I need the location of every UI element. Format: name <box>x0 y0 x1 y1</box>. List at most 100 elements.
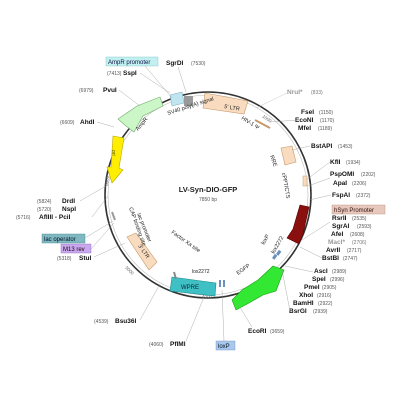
ampr-promoter-leader <box>144 65 173 99</box>
cppt-feature[interactable] <box>302 175 308 187</box>
m13-rev-box <box>60 243 92 254</box>
ori-feature[interactable] <box>106 135 125 184</box>
pspomi-site: PspOMI <box>330 171 354 178</box>
ecori-leader <box>237 303 253 328</box>
lox-bottom-marker-2[interactable] <box>223 280 225 287</box>
sv40-feature[interactable] <box>169 91 185 107</box>
wpre-feature[interactable] <box>169 276 217 297</box>
ampr-promoter-label: AmpR promoter <box>108 60 150 66</box>
lox2272-bottom-label: lox2272 <box>192 269 210 275</box>
nrui-pos: (833) <box>311 90 323 96</box>
spei-site: SpeI <box>312 276 326 283</box>
rsrii-site: RsrII <box>332 215 347 222</box>
xhoi-pos: (2916) <box>317 293 332 299</box>
bsrgi-pos: (2939) <box>313 309 328 315</box>
hsyn-promoter-feature[interactable] <box>286 204 310 245</box>
lac-operator-leader <box>84 220 114 239</box>
plasmid-size: 7850 bp <box>199 197 217 203</box>
bsu36i-leader <box>139 283 161 321</box>
pmei-site: PmeI <box>304 284 320 291</box>
lox-right-marker-2[interactable] <box>276 249 282 256</box>
pvui-pos: (6979) <box>79 88 94 94</box>
mfei-site: MfeI <box>298 125 311 132</box>
lac-operator-label: lac operator <box>44 237 76 243</box>
stui-leader <box>93 242 126 258</box>
avrii-pos: (2717) <box>347 248 362 254</box>
afei-site: AfeI <box>331 231 343 238</box>
rre-feature[interactable] <box>280 145 297 166</box>
pmei-pos: (2905) <box>322 285 337 291</box>
bstapi-site: BstAPI <box>311 143 333 150</box>
nspi-site: NspI <box>62 206 76 213</box>
bstapi-pos: (1453) <box>338 144 353 150</box>
avrii-site: AvrII <box>326 247 340 254</box>
sspi-pos: (7413) <box>107 71 122 77</box>
sspi-site: SspI <box>123 70 137 77</box>
afliii-pos: (5716) <box>16 215 31 221</box>
apai-pos: (2206) <box>352 181 367 187</box>
loxp-right-label: loxP <box>261 233 272 246</box>
xhoi-site: XhoI <box>299 292 313 299</box>
fsei-group-leader <box>269 119 299 123</box>
lox-bottom-marker-1[interactable] <box>219 280 221 287</box>
factor-xa-label: Factor Xa site <box>170 230 201 254</box>
ecori-site: EcoRI <box>248 328 267 335</box>
apai-site: ApaI <box>333 180 347 187</box>
ltr5-feature[interactable] <box>202 92 249 115</box>
kfli-pos: (1934) <box>346 160 361 166</box>
nrui-leader <box>255 92 288 109</box>
ltr5-label: 5' LTR <box>224 104 240 113</box>
bstbi-site: BstBI <box>322 255 339 262</box>
factor-xa-feature[interactable] <box>173 271 177 280</box>
gray-marker <box>184 96 193 106</box>
m13-rev-leader <box>90 222 115 250</box>
cap-feature[interactable] <box>111 211 116 221</box>
bstbi-leader <box>299 246 323 259</box>
rsrii-pos: (2535) <box>352 216 367 222</box>
tick-6000: 6000 <box>104 175 110 186</box>
asci-pos: (2989) <box>332 269 347 275</box>
nrui-site: NruI* <box>287 89 303 96</box>
pflmi-pos: (4060) <box>149 342 164 348</box>
ampr-feature[interactable] <box>117 96 164 133</box>
loxp-bottom-box <box>215 340 236 351</box>
sgrdi-site: SgrDI <box>166 60 184 67</box>
ltr3-feature[interactable] <box>126 232 158 271</box>
drdi-leader <box>79 185 107 202</box>
ahdi-leader <box>96 121 115 128</box>
bsu36i-pos: (4539) <box>94 319 109 325</box>
bamhi-pos: (2922) <box>318 301 333 307</box>
kfli-site: KflI <box>330 159 341 166</box>
sgrdi-pos: (7530) <box>191 61 206 67</box>
lox-right-marker-1[interactable] <box>272 253 278 260</box>
m13-rev-label: M13 rev <box>63 247 85 253</box>
loxp-bottom-leader <box>221 289 225 342</box>
bsrgi-group-leader <box>281 269 291 312</box>
ahdi-site: AhdI <box>80 119 95 126</box>
kfli-leader <box>305 161 331 181</box>
lac-operator-box <box>41 233 86 244</box>
tick-1000: 1000 <box>261 114 272 124</box>
maci-site: MacI* <box>328 239 345 246</box>
econi-site: EcoNI <box>295 117 314 124</box>
cppt-label: cPPT/CTS <box>280 172 290 199</box>
tick-4000: 4000 <box>202 294 213 299</box>
hsyn-promoter-label: hSyn Promoter <box>334 208 374 214</box>
sgrai-site: SgrAI <box>332 223 350 230</box>
stui-site: StuI <box>79 255 91 262</box>
pvui-leader <box>118 89 141 107</box>
afliii-site: AflIII - PciI <box>39 214 71 221</box>
mfei-pos: (1189) <box>318 126 332 132</box>
drdi-pos: (5824) <box>37 199 52 205</box>
sgrai-pos: (2593) <box>357 224 372 230</box>
fsei-pos: (1150) <box>319 110 333 116</box>
plasmid-name: LV-Syn-DIO-GFP <box>179 185 238 194</box>
egfp-label: EGFP <box>236 263 252 277</box>
afliii-leader <box>91 195 109 218</box>
pspomi-leader <box>307 177 331 187</box>
backbone-circle <box>104 91 312 299</box>
pflmi-leader <box>185 296 205 342</box>
hiv-psi-feature[interactable] <box>254 119 271 129</box>
egfp-feature[interactable] <box>231 265 285 311</box>
